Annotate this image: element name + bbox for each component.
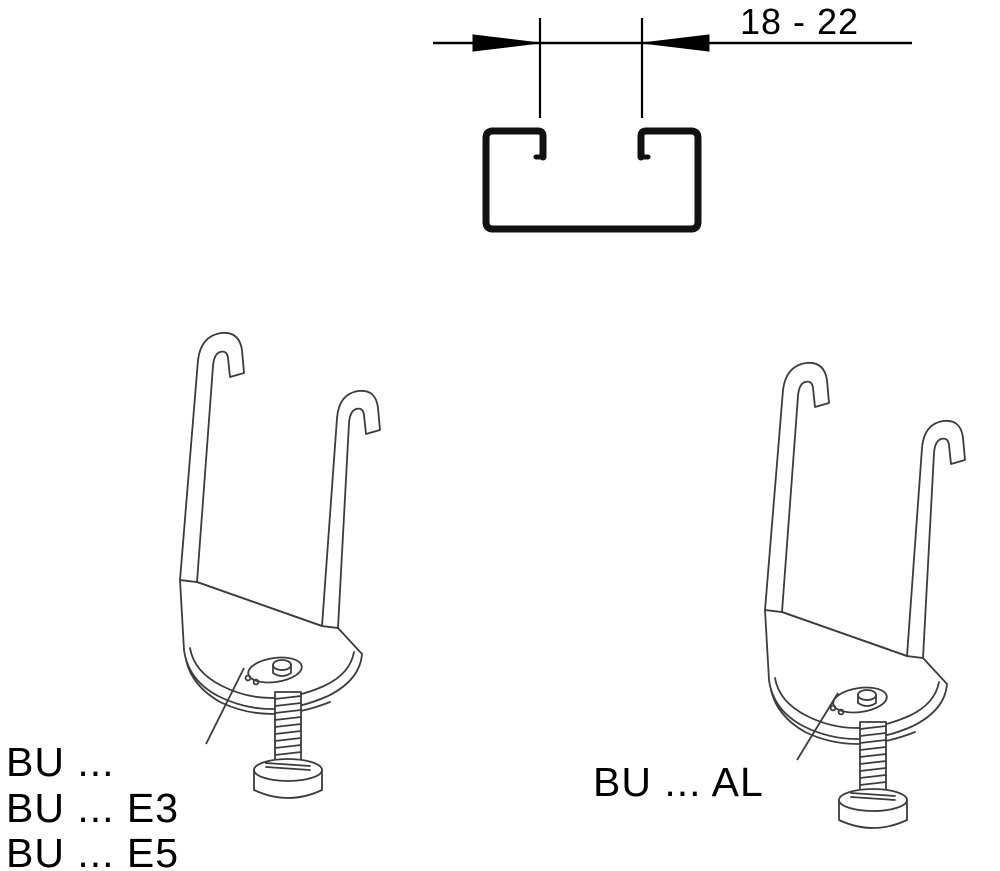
- product-label-bu-al: BU ... AL: [593, 759, 764, 805]
- dimension-lines: [433, 18, 912, 118]
- product-label-bu: BU ...: [6, 739, 115, 785]
- clamp-steel-drawing: [179, 331, 381, 799]
- clamp-aluminium-drawing: [764, 361, 966, 829]
- leader-line-left: [205, 667, 245, 745]
- c-profile-rail: [482, 127, 702, 233]
- product-label-bu-e5: BU ... E5: [6, 830, 180, 871]
- product-label-bu-e3: BU ... E3: [6, 785, 180, 831]
- dimension-value-label: 18 - 22: [740, 1, 860, 42]
- dimension-arrow-right: [641, 34, 710, 52]
- leader-lines: [205, 667, 839, 761]
- dimension-arrow-left: [472, 34, 541, 52]
- leader-line-right: [796, 692, 839, 761]
